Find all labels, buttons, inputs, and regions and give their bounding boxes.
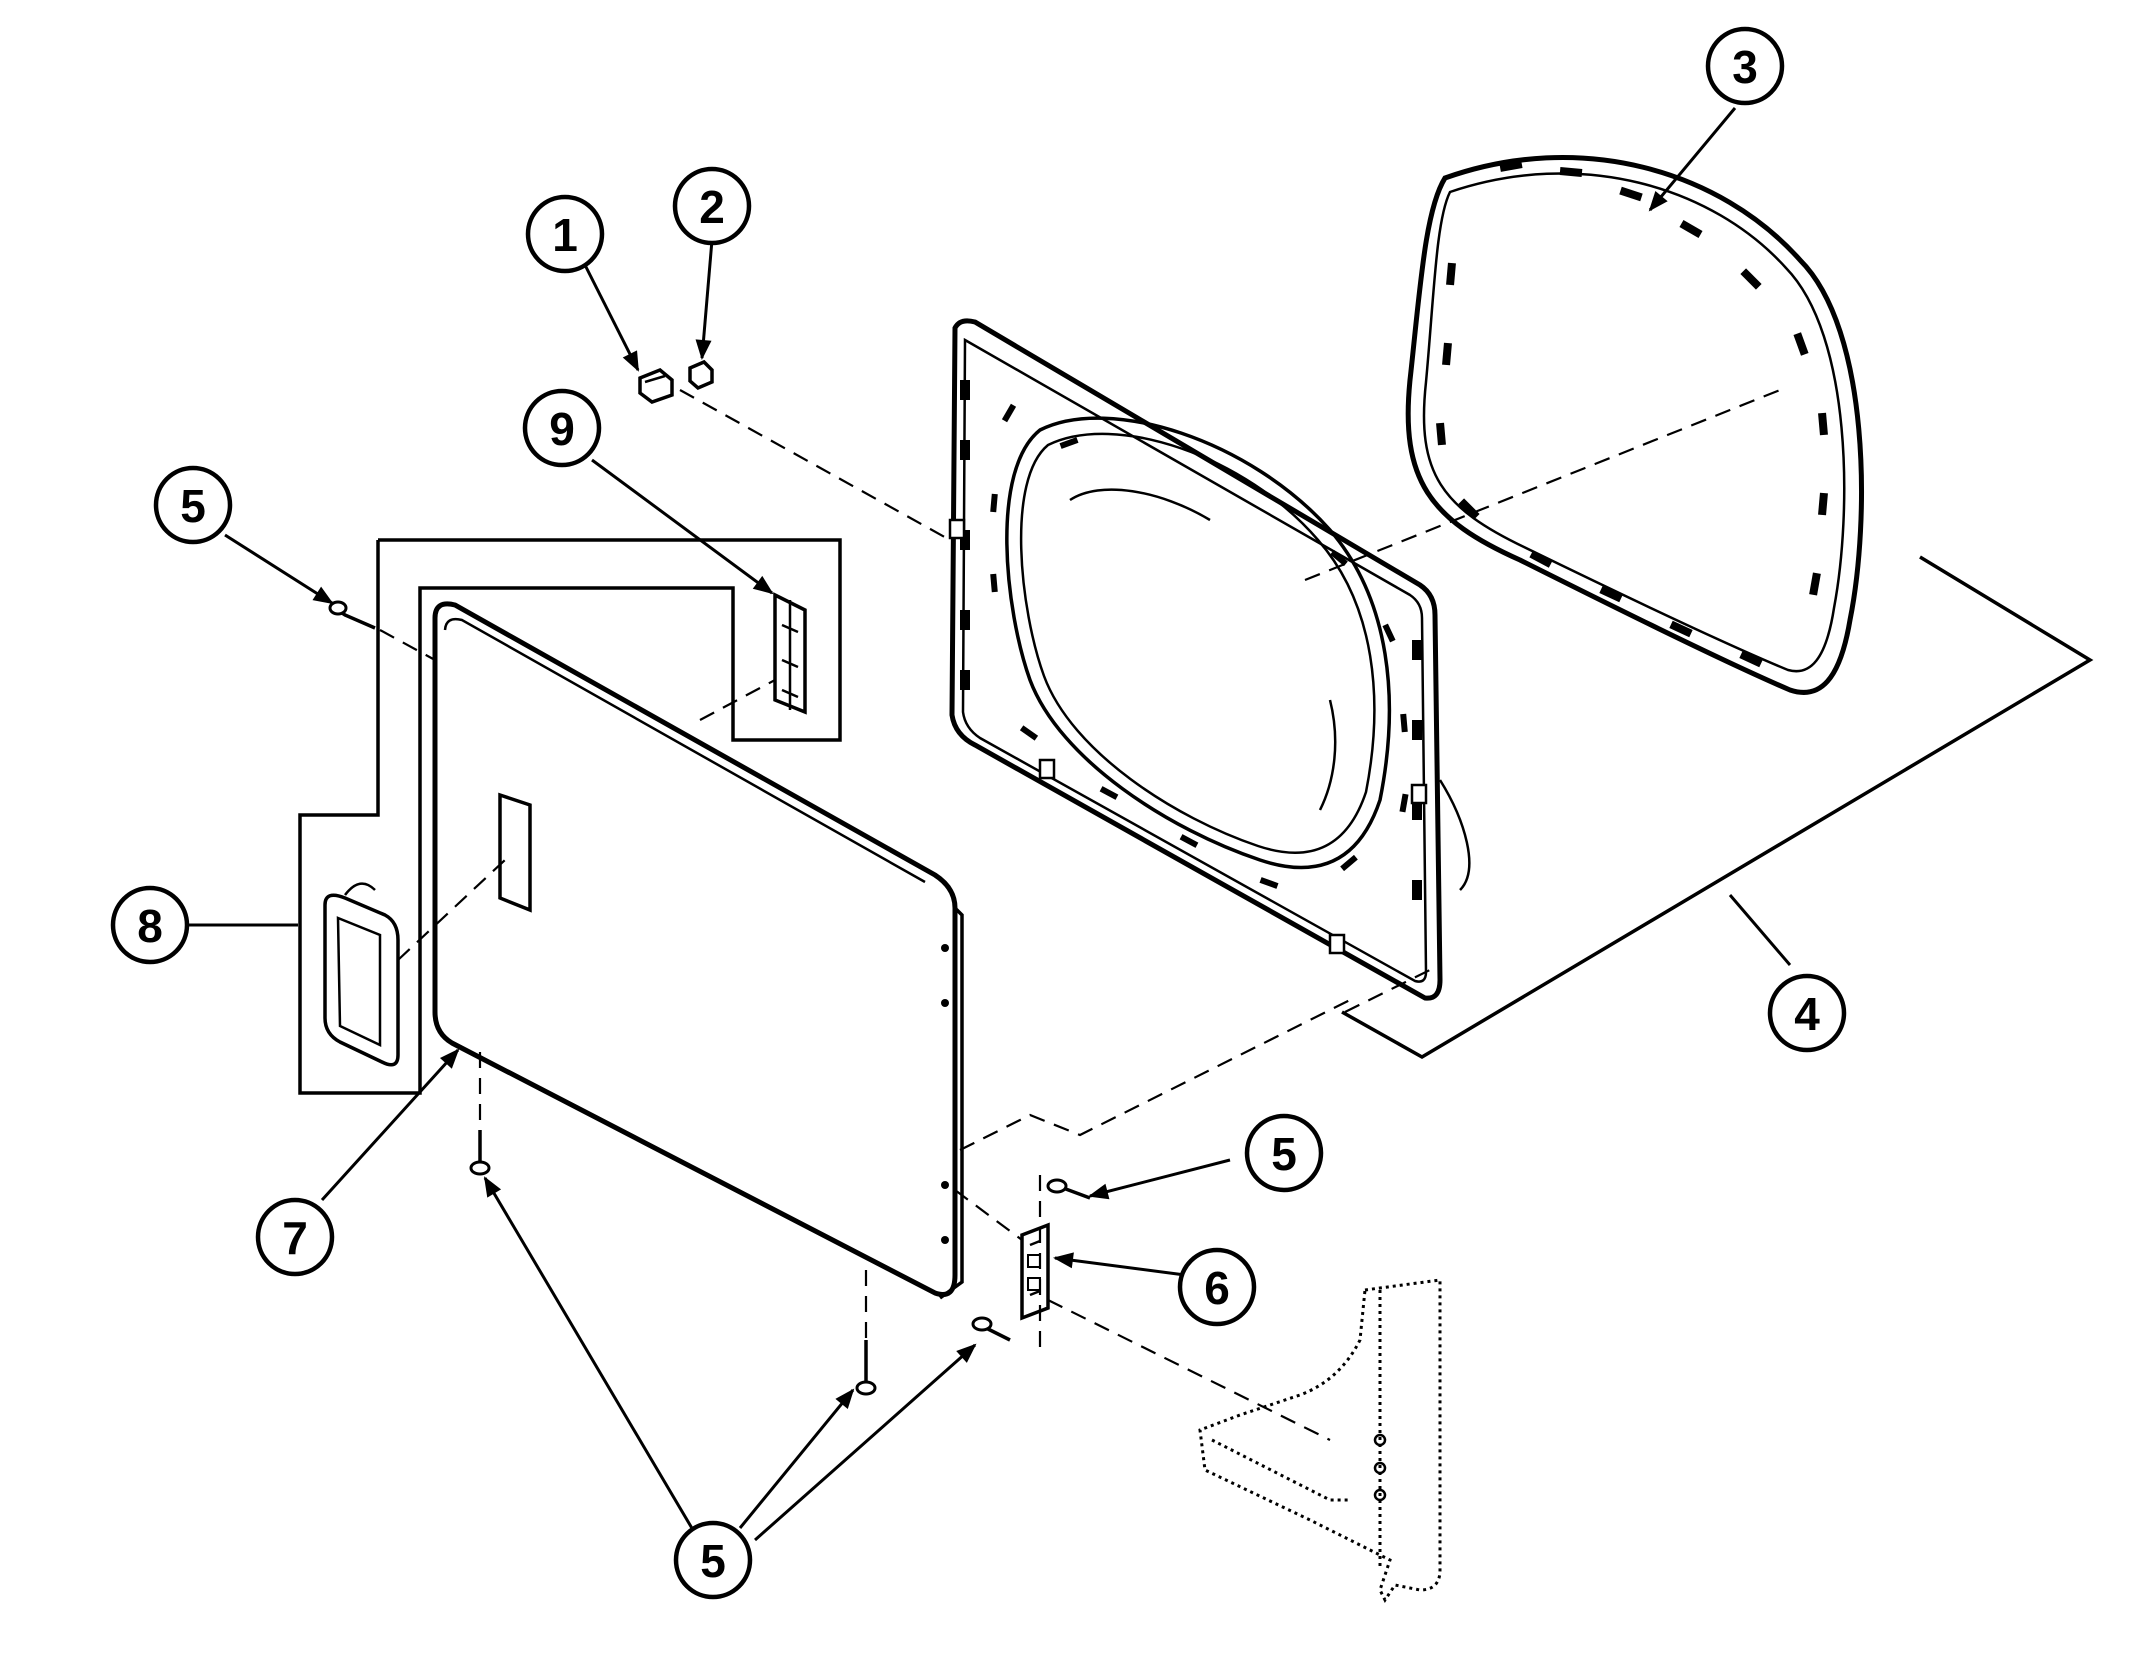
clip-parts xyxy=(638,359,714,404)
leader-lines xyxy=(187,107,1792,1542)
cabinet-side-reference xyxy=(1198,1278,1442,1603)
callout-5-right: 5 xyxy=(1244,1113,1324,1193)
door-hinge xyxy=(1020,1222,1050,1321)
screws xyxy=(328,600,1091,1396)
callout-5-right-label: 5 xyxy=(1271,1128,1297,1180)
callout-3-label: 3 xyxy=(1732,41,1758,93)
callout-1-label: 1 xyxy=(552,209,578,261)
callout-6-label: 6 xyxy=(1204,1262,1230,1314)
callout-4-label: 4 xyxy=(1794,988,1820,1040)
callout-9-label: 9 xyxy=(549,403,575,455)
callout-5-bottom: 5 xyxy=(673,1520,753,1600)
callout-8-label: 8 xyxy=(137,900,163,952)
callout-7: 7 xyxy=(255,1197,335,1277)
inner-door-panel xyxy=(948,318,1471,1001)
outer-door-panel xyxy=(432,601,964,1300)
cabinet-outline xyxy=(1341,555,2094,1060)
callout-2-label: 2 xyxy=(699,181,725,233)
door-hardware-group-outline xyxy=(298,538,842,1095)
callout-7-label: 7 xyxy=(282,1212,308,1264)
callout-5-top-left-label: 5 xyxy=(180,480,206,532)
callout-5-top-left: 5 xyxy=(153,465,233,545)
callout-1: 1 xyxy=(525,194,605,274)
callout-6: 6 xyxy=(1177,1247,1257,1327)
callout-3: 3 xyxy=(1705,26,1785,106)
door-handle xyxy=(323,882,400,1067)
assembly-lines xyxy=(379,388,1781,1441)
callout-8: 8 xyxy=(110,885,190,965)
door-latch xyxy=(773,592,807,715)
callout-9: 9 xyxy=(522,388,602,468)
callout-4: 4 xyxy=(1767,973,1847,1053)
door-seal xyxy=(1405,155,1865,695)
callout-2: 2 xyxy=(672,166,752,246)
callout-5-bottom-label: 5 xyxy=(700,1535,726,1587)
